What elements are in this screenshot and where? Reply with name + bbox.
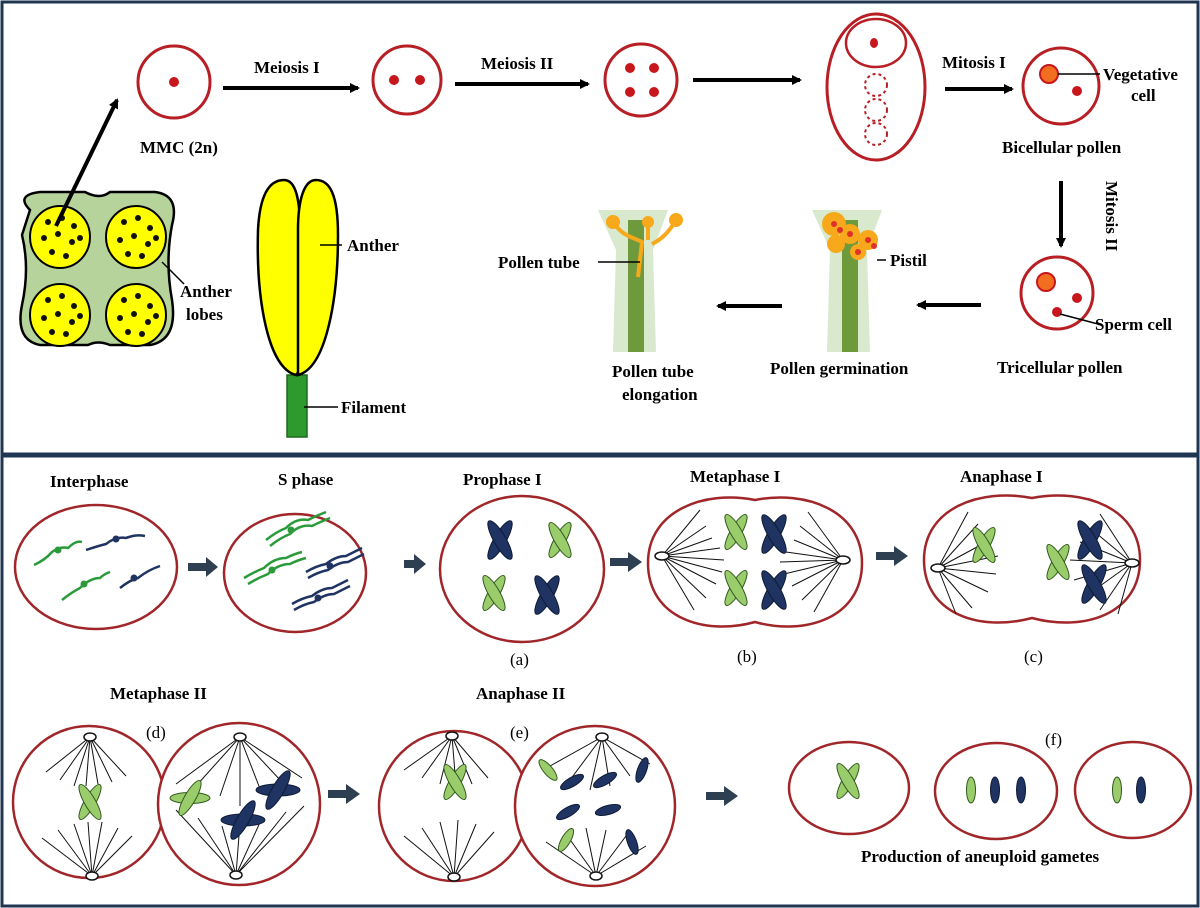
label-b: (b) (737, 647, 757, 666)
label-f: (f) (1045, 730, 1062, 749)
mmc-cell (136, 44, 212, 120)
s-phase-cell (222, 510, 368, 634)
interphase-cell (13, 503, 179, 631)
block-arrow-5 (328, 784, 360, 804)
tetrad-cell (603, 42, 679, 118)
anaphase1-cell (922, 494, 1142, 624)
pollen-tube-elongation (598, 210, 683, 352)
metaphase1-label: Metaphase I (690, 467, 781, 486)
anther-lobes-label-2: lobes (186, 305, 223, 324)
functional-microspore (825, 12, 927, 162)
elongation-label-1: Pollen tube (612, 362, 694, 381)
pollen-germination-pistil (812, 210, 886, 352)
anther-lobes-cross-section (19, 190, 185, 347)
anaphase2-cells (377, 724, 677, 888)
block-arrow-3 (610, 552, 642, 572)
meiosis1-label: Meiosis I (254, 58, 320, 77)
meiosis2-label: Meiosis II (481, 54, 554, 73)
germination-label: Pollen germination (770, 359, 909, 378)
bicellular-pollen (1021, 46, 1101, 126)
block-arrow-1 (188, 557, 218, 577)
gametes-caption: Production of aneuploid gametes (861, 847, 1100, 866)
prophase1-label: Prophase I (463, 470, 542, 489)
mitosis1-label: Mitosis I (942, 53, 1006, 72)
interphase-label: Interphase (50, 472, 129, 491)
pollen-tube-label: Pollen tube (498, 253, 580, 272)
mitosis2-label: Mitosis II (1102, 181, 1121, 252)
vegetative-label-1: Vegetative (1103, 65, 1178, 84)
bottom-panel-border (0, 454, 1200, 908)
label-a: (a) (510, 650, 529, 669)
anther-lobes-label-1: Anther (180, 282, 232, 301)
label-c: (c) (1024, 647, 1043, 666)
block-arrow-4 (876, 546, 908, 566)
label-d: (d) (146, 723, 166, 742)
dyad-cell (371, 44, 443, 116)
s-phase-label: S phase (278, 470, 334, 489)
metaphase2-label: Metaphase II (110, 684, 207, 703)
vegetative-label-2: cell (1131, 86, 1156, 105)
filament-label: Filament (341, 398, 406, 417)
anaphase1-label: Anaphase I (960, 467, 1043, 486)
sperm-label: Sperm cell (1095, 315, 1172, 334)
label-e: (e) (510, 723, 529, 742)
block-arrow-2 (404, 554, 426, 574)
metaphase1-cell (646, 496, 864, 628)
bicellular-label: Bicellular pollen (1002, 138, 1122, 157)
tricellular-pollen (1019, 255, 1099, 331)
arrow-lobe-to-mmc (54, 98, 119, 227)
anaphase2-label: Anaphase II (476, 684, 566, 703)
mmc-label: MMC (2n) (140, 138, 218, 157)
top-panel-border (0, 0, 1200, 456)
elongation-label-2: elongation (622, 385, 698, 404)
pistil-label: Pistil (890, 251, 927, 270)
block-arrow-6 (706, 786, 738, 806)
anther-illustration (256, 178, 342, 438)
metaphase2-cells (11, 721, 322, 887)
prophase1-cell (438, 494, 606, 644)
anther-label: Anther (347, 236, 399, 255)
tricellular-label: Tricellular pollen (997, 358, 1123, 377)
aneuploid-gametes (787, 740, 1193, 841)
